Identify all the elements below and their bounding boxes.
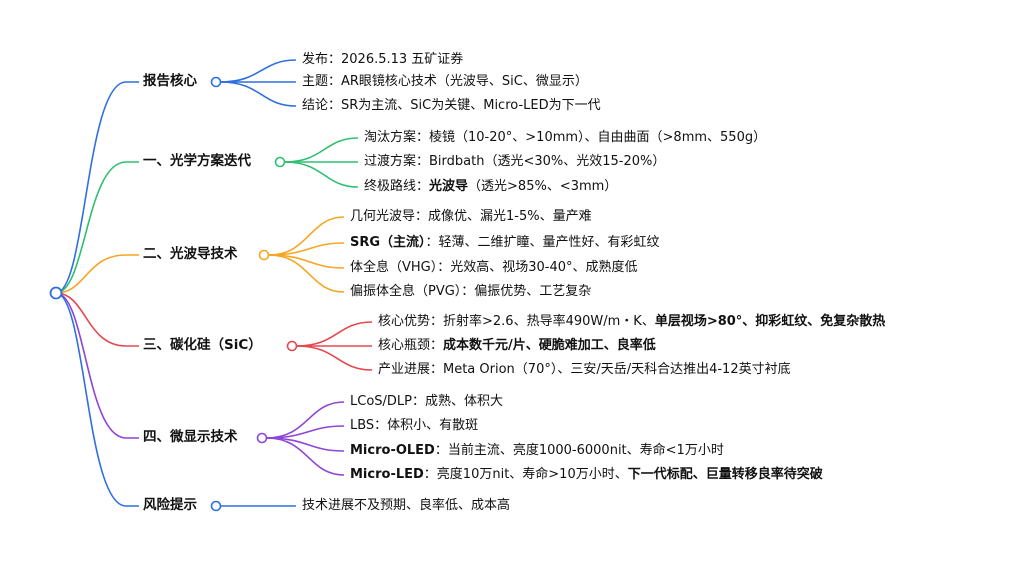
leaf-3-4: 偏振体全息（PVG）：偏振优势、工艺复杂 — [350, 285, 591, 298]
leaf-text-segment: 发布：2026.5.13 五矿证券 — [302, 52, 464, 67]
leaf-text-segment: SRG（主流） — [350, 235, 426, 250]
leaf-text-segment: 结论：SR为主流、SiC为关键、Micro-LED为下一代 — [302, 98, 601, 113]
leaf-text-segment: 过渡方案：Birdbath（透光<30%、光效15-20%） — [364, 154, 666, 169]
leaf-text-segment: 偏振体全息（PVG）：偏振优势、工艺复杂 — [350, 284, 592, 299]
edge-branch-4-leaf-3 — [296, 345, 373, 371]
branch-label-5: 四、微显示技术 — [143, 429, 238, 445]
leaf-5-1: LCoS/DLP：成熟、体积大 — [350, 395, 503, 408]
edge-root-branch-3 — [55, 254, 139, 294]
leaf-text-segment: 主题：AR眼镜核心技术（光波导、SiC、微显示） — [302, 74, 588, 89]
leaf-text-segment: （透光>85%、<3mm） — [468, 179, 618, 194]
edge-branch-5-leaf-3 — [266, 437, 345, 452]
branch-label-3: 二、光波导技术 — [143, 246, 238, 262]
mindmap-edges — [55, 59, 373, 507]
edge-root-branch-1 — [55, 81, 139, 294]
leaf-text-segment: 淘汰方案：棱镜（10-20°、>10mm）、自由曲面（>8mm、550g） — [364, 130, 767, 145]
leaf-4-3: 产业进展：Meta Orion（70°）、三安/天岳/天科合达推出4-12英寸衬… — [378, 363, 791, 376]
mindmap-nodes — [49, 76, 298, 512]
leaf-5-4: Micro-LED：亮度10万nit、寿命>10万小时、下一代标配、巨量转移良率… — [350, 468, 823, 481]
leaf-text-segment: 终极路线： — [364, 179, 430, 194]
branch-node-1[interactable] — [210, 76, 222, 88]
edge-branch-5-leaf-1 — [266, 401, 345, 439]
leaf-2-2: 过渡方案：Birdbath（透光<30%、光效15-20%） — [364, 155, 665, 168]
edge-branch-1-leaf-1 — [220, 59, 297, 83]
leaf-3-1: 几何光波导：成像优、漏光1-5%、量产难 — [350, 210, 592, 223]
edge-branch-3-leaf-1 — [268, 216, 345, 256]
leaf-text-segment: Micro-OLED — [350, 443, 435, 458]
leaf-text-segment: ：亮度10万nit、寿命>10万小时、 — [423, 467, 628, 482]
edge-branch-4-leaf-1 — [296, 321, 373, 347]
leaf-text-segment: 光波导 — [429, 179, 469, 194]
leaf-text-segment: 产业进展：Meta Orion（70°）、三安/天岳/天科合达推出4-12英寸衬… — [378, 362, 791, 377]
leaf-text-segment: 单层视场>80°、抑彩虹纹、免复杂散热 — [654, 314, 886, 329]
branch-label-2: 一、光学方案迭代 — [143, 153, 251, 169]
edge-branch-2-leaf-3 — [284, 161, 359, 188]
edge-root-branch-4 — [55, 292, 139, 347]
leaf-3-2: SRG（主流）：轻薄、二维扩瞳、量产性好、有彩虹纹 — [350, 236, 660, 249]
leaf-text-segment: 下一代标配、巨量转移良率待突破 — [627, 467, 823, 482]
branch-node-5[interactable] — [256, 432, 268, 444]
leaf-text-segment: 技术进展不及预期、良率低、成本高 — [302, 498, 511, 513]
branch-label-1: 报告核心 — [143, 73, 197, 89]
leaf-3-3: 体全息（VHG）：光效高、视场30-40°、成熟度低 — [350, 261, 638, 274]
edge-root-branch-6 — [55, 292, 139, 507]
root-node[interactable] — [49, 286, 63, 300]
leaf-4-2: 核心瓶颈：成本数千元/片、硬脆难加工、良率低 — [378, 339, 656, 352]
leaf-1-2: 主题：AR眼镜核心技术（光波导、SiC、微显示） — [302, 75, 588, 88]
leaf-text-segment: 核心优势：折射率>2.6、热导率490W/m・K、 — [378, 314, 655, 329]
leaf-1-1: 发布：2026.5.13 五矿证券 — [302, 53, 463, 66]
edge-branch-2-leaf-1 — [284, 137, 359, 163]
leaf-text-segment: 核心瓶颈： — [378, 338, 444, 353]
leaf-text-segment: ：当前主流、亮度1000-6000nit、寿命<1万小时 — [434, 443, 724, 458]
branch-node-3[interactable] — [258, 249, 270, 261]
edge-branch-5-leaf-4 — [266, 437, 345, 476]
edge-root-branch-2 — [55, 161, 139, 294]
leaf-text-segment: Micro-LED — [350, 467, 424, 482]
edge-root-branch-5 — [55, 292, 139, 439]
leaf-text-segment: 体全息（VHG）：光效高、视场30-40°、成熟度低 — [350, 260, 638, 275]
leaf-text-segment: LCoS/DLP：成熟、体积大 — [350, 394, 503, 409]
leaf-text-segment: LBS：体积小、有散斑 — [350, 418, 479, 433]
leaf-text-segment: 成本数千元/片、硬脆难加工、良率低 — [443, 338, 656, 353]
branch-node-2[interactable] — [274, 156, 286, 168]
leaf-6-1: 技术进展不及预期、良率低、成本高 — [302, 499, 510, 512]
leaf-5-3: Micro-OLED：当前主流、亮度1000-6000nit、寿命<1万小时 — [350, 444, 724, 457]
leaf-5-2: LBS：体积小、有散斑 — [350, 419, 478, 432]
branch-node-4[interactable] — [286, 340, 298, 352]
leaf-2-3: 终极路线：光波导（透光>85%、<3mm） — [364, 180, 617, 193]
branch-label-4: 三、碳化硅（SiC） — [143, 337, 262, 353]
leaf-4-1: 核心优势：折射率>2.6、热导率490W/m・K、单层视场>80°、抑彩虹纹、免… — [378, 315, 885, 328]
leaf-text-segment: 几何光波导：成像优、漏光1-5%、量产难 — [350, 209, 592, 224]
edge-branch-3-leaf-4 — [268, 254, 345, 293]
leaf-text-segment: ：轻薄、二维扩瞳、量产性好、有彩虹纹 — [425, 235, 660, 250]
leaf-1-3: 结论：SR为主流、SiC为关键、Micro-LED为下一代 — [302, 99, 601, 112]
edge-branch-3-leaf-3 — [268, 254, 345, 269]
branch-node-6[interactable] — [210, 500, 222, 512]
branch-label-6: 风险提示 — [143, 497, 197, 513]
leaf-2-1: 淘汰方案：棱镜（10-20°、>10mm）、自由曲面（>8mm、550g） — [364, 131, 766, 144]
edge-branch-1-leaf-3 — [220, 81, 297, 107]
